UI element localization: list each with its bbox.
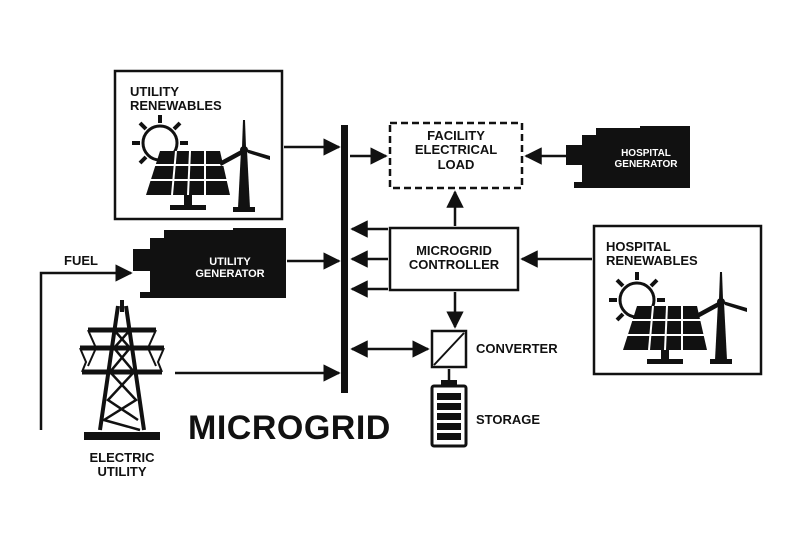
wind-turbine-icon [696, 272, 747, 364]
microgrid-controller-line-1: MICROGRID [416, 243, 492, 258]
facility-load-box [388, 121, 524, 190]
converter-label: CONVERTER [476, 341, 558, 356]
utility-renewables-line-2: RENEWABLES [130, 98, 222, 114]
hospital-generator-label: HOSPITAL GENERATOR [606, 148, 686, 170]
solar-panel-icon [623, 305, 707, 364]
microgrid-controller-label: MICROGRID CONTROLLER [394, 243, 514, 273]
diagram-title: MICROGRID [188, 409, 391, 447]
battery-icon [430, 380, 468, 448]
solar-panel-icon [146, 150, 230, 210]
utility-renewables-box [113, 69, 284, 221]
facility-load-line-2: ELECTRICAL [414, 142, 498, 158]
microgrid-controller-box [388, 226, 520, 292]
wind-turbine-icon [219, 120, 270, 212]
hospital-generator-line-2: GENERATOR [614, 159, 678, 170]
connectors [39, 138, 592, 430]
generator-icon [566, 126, 690, 188]
electric-utility-line-2: UTILITY [97, 464, 147, 480]
facility-load-line-3: LOAD [437, 156, 475, 172]
storage-label: STORAGE [476, 412, 541, 427]
facility-load-line-1: FACILITY [427, 128, 485, 143]
hospital-renewables-line-1: HOSPITAL [606, 239, 671, 254]
electric-utility-label: ELECTRIC UTILITY [70, 450, 174, 480]
converter-icon [430, 329, 468, 369]
facility-load-label: FACILITY ELECTRICAL LOAD [398, 128, 514, 172]
generator-icon [133, 228, 286, 298]
utility-generator-label: UTILITY GENERATOR [180, 256, 280, 280]
hospital-renewables-label: HOSPITAL RENEWABLES [606, 239, 698, 269]
hospital-renewables-line-2: RENEWABLES [606, 253, 698, 269]
utility-renewables-line-1: UTILITY [130, 84, 180, 99]
utility-generator-line-1: UTILITY [209, 256, 251, 268]
bus-bar [341, 125, 348, 393]
utility-generator-line-2: GENERATOR [195, 268, 265, 281]
hospital-renewables-box [592, 224, 763, 376]
utility-renewables-label: UTILITY RENEWABLES [130, 84, 222, 114]
hospital-generator-line-1: HOSPITAL [621, 148, 671, 159]
fuel-label: FUEL [64, 253, 98, 268]
microgrid-controller-line-2: CONTROLLER [408, 257, 500, 273]
electric-utility-line-1: ELECTRIC [89, 450, 155, 465]
transmission-tower-icon [79, 300, 165, 440]
